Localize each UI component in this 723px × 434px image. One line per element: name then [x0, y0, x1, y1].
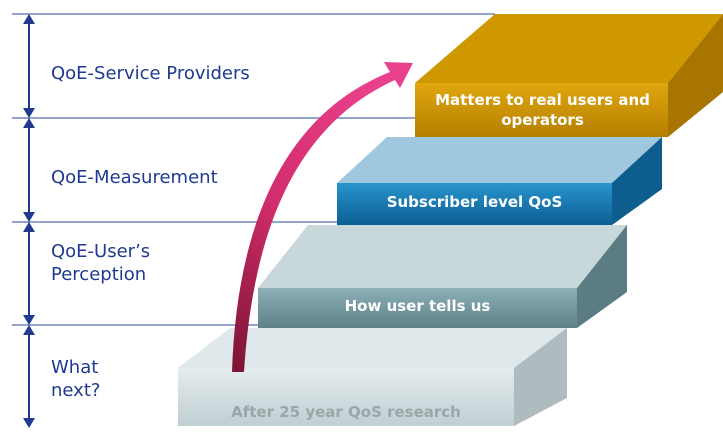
step-2: [258, 225, 627, 328]
level-arrow: [23, 14, 35, 118]
step-3: [337, 137, 662, 225]
level-arrow: [23, 118, 35, 222]
step-1: [178, 328, 567, 426]
step-2-label: How user tells us: [344, 297, 491, 315]
level-label-what-next: What next?: [51, 357, 101, 401]
level-label-service-providers: QoE-Service Providers: [51, 63, 250, 84]
level-label-measurement: QoE-Measurement: [51, 167, 218, 188]
level-label-user-perception: QoE-User’s Perception: [51, 241, 151, 285]
step-4-label: Matters to real users and operators: [435, 91, 650, 129]
step-1-label: After 25 year QoS research: [231, 403, 461, 421]
growth-arrow: [232, 62, 413, 372]
step-3-label: Subscriber level QoS: [386, 193, 563, 211]
level-arrow: [23, 222, 35, 325]
level-arrow: [23, 325, 35, 428]
step-4: [415, 14, 723, 137]
